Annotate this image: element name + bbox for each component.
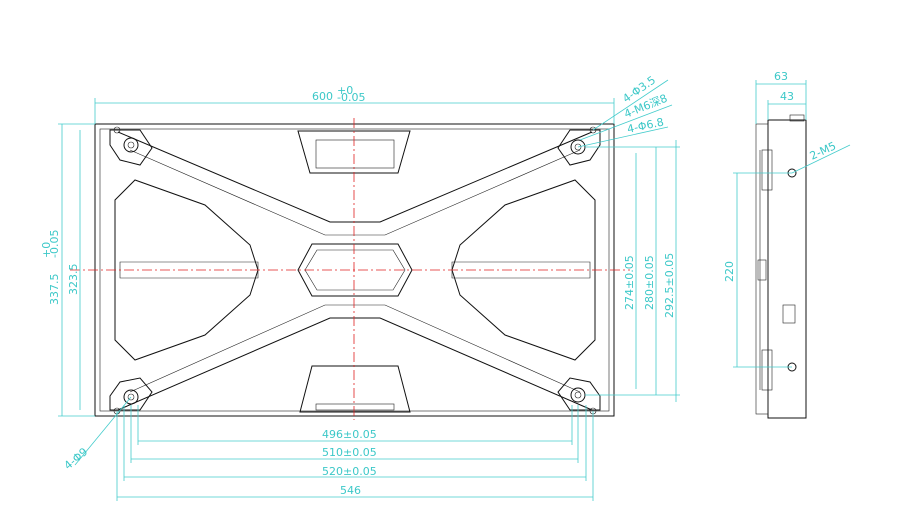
dim-280: 280±0.05 — [643, 255, 656, 310]
front-dimensions — [58, 79, 680, 501]
bottom-handle-slot — [315, 403, 395, 411]
bottom-handle — [299, 365, 411, 413]
panel-inner-outline — [99, 128, 610, 412]
dim-height-337-tol-lower: -0.05 — [48, 230, 61, 258]
dim-520: 520±0.05 — [322, 465, 377, 478]
left-wing — [114, 179, 259, 361]
upper-rib — [117, 131, 593, 223]
dim-546: 546 — [340, 484, 361, 497]
dim-width-600-tol-upper: +0 — [337, 84, 353, 97]
dim-height-337-tol-upper: +0 — [40, 242, 53, 258]
upper-rib-inner — [129, 149, 581, 236]
dim-63: 63 — [774, 70, 788, 83]
dim-496: 496±0.05 — [322, 428, 377, 441]
side-dimensions — [733, 80, 851, 368]
center-hexagon-inner — [304, 249, 406, 291]
left-wing-bar — [119, 261, 259, 279]
lower-rib — [117, 317, 593, 411]
side-top-tab — [789, 114, 805, 122]
side-view — [755, 114, 807, 419]
dim-height-337: 337.5 — [48, 274, 61, 306]
dim-width-600-tol-lower: -0.05 — [337, 91, 365, 104]
corner-boss-br — [557, 377, 601, 415]
top-handle — [297, 130, 411, 174]
side-label — [782, 304, 796, 324]
right-wing — [451, 179, 596, 361]
dim-width-600: 600 — [312, 90, 333, 103]
callout-m5: 2-M5 — [808, 139, 838, 162]
dim-43: 43 — [780, 90, 794, 103]
corner-boss-tl — [109, 126, 153, 166]
top-handle-window — [315, 139, 395, 169]
side-flange — [755, 123, 769, 415]
dim-510: 510±0.05 — [322, 446, 377, 459]
front-view — [70, 118, 630, 420]
dim-292: 292.5±0.05 — [663, 253, 676, 318]
dim-height-323: 323.5 — [67, 264, 80, 296]
side-body — [767, 119, 807, 419]
corner-boss-tr — [557, 126, 601, 166]
dim-274: 274±0.05 — [623, 255, 636, 310]
dim-220: 220 — [723, 261, 736, 282]
right-wing-bar — [451, 261, 591, 279]
callout-phi9: 4-Φ9 — [62, 445, 91, 472]
lower-rib-inner — [129, 304, 581, 393]
